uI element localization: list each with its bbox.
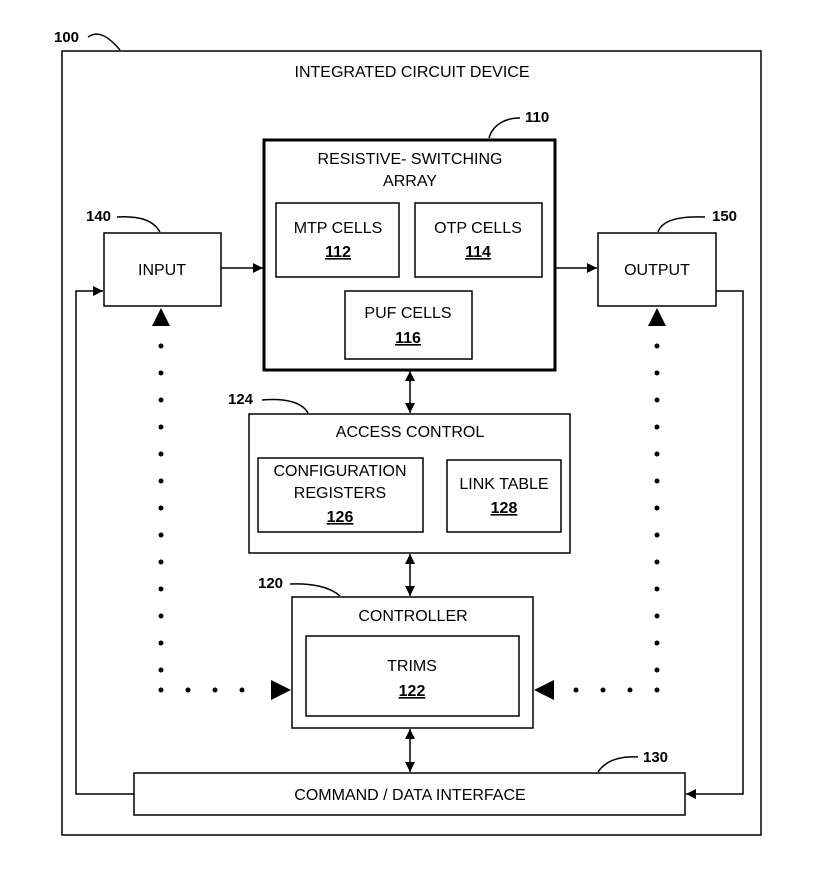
arrowhead-to-controller-left (271, 680, 291, 700)
puf-cells-num: 116 (395, 330, 421, 347)
puf-cells-block (344, 290, 473, 360)
controller-title: CONTROLLER (358, 608, 467, 625)
arrowhead-to-controller-right (534, 680, 554, 700)
controller-ref: 120 (258, 575, 283, 592)
arrowhead-to-output (648, 308, 666, 326)
interface-block (133, 772, 686, 816)
array-title-line1: RESISTIVE- SWITCHING (318, 151, 503, 168)
access-control-title: ACCESS CONTROL (336, 424, 485, 441)
trims-label: TRIMS (387, 658, 437, 675)
interface-ref: 130 (643, 749, 668, 766)
input-block (103, 232, 222, 307)
array-title-line2: ARRAY (383, 173, 437, 190)
output-label: OUTPUT (624, 262, 690, 279)
output-block (597, 232, 717, 307)
config-registers-block (257, 457, 424, 533)
mtp-cells-block (275, 202, 400, 278)
arrow-interface-to-input (75, 286, 134, 795)
mtp-cells-num: 112 (325, 244, 351, 261)
config-registers-line1: CONFIGURATION (273, 463, 406, 480)
otp-cells-num: 114 (465, 244, 491, 261)
input-ref: 140 (86, 208, 111, 225)
puf-cells-label: PUF CELLS (364, 305, 451, 322)
device-title: INTEGRATED CIRCUIT DEVICE (295, 64, 530, 81)
otp-cells-block (414, 202, 543, 278)
link-table-block (446, 459, 562, 533)
link-table-label: LINK TABLE (459, 476, 548, 493)
otp-cells-label: OTP CELLS (434, 220, 522, 237)
input-label: INPUT (138, 262, 186, 279)
interface-ref-leader (597, 756, 639, 773)
arrowhead-to-input (152, 308, 170, 326)
config-registers-num: 126 (327, 509, 354, 526)
arrow-output-to-interface (686, 290, 744, 799)
interface-label: COMMAND / DATA INTERFACE (294, 787, 525, 804)
access-control-ref-leader (261, 398, 309, 414)
trims-block (305, 635, 520, 717)
access-control-ref: 124 (228, 391, 254, 408)
controller-ref-leader (289, 583, 341, 597)
device-ref: 100 (54, 29, 79, 46)
trims-num: 122 (399, 683, 426, 700)
config-registers-line2: REGISTERS (294, 485, 386, 502)
dotted-path-output-to-trims (534, 308, 666, 700)
link-table-num: 128 (491, 500, 518, 517)
device-ref-leader (87, 33, 121, 51)
array-ref: 110 (525, 109, 549, 126)
output-ref: 150 (712, 208, 737, 225)
input-ref-leader (116, 216, 161, 233)
mtp-cells-label: MTP CELLS (294, 220, 383, 237)
output-ref-leader (657, 216, 706, 233)
array-ref-leader (488, 117, 521, 139)
dotted-path-trims-to-input (152, 308, 291, 700)
